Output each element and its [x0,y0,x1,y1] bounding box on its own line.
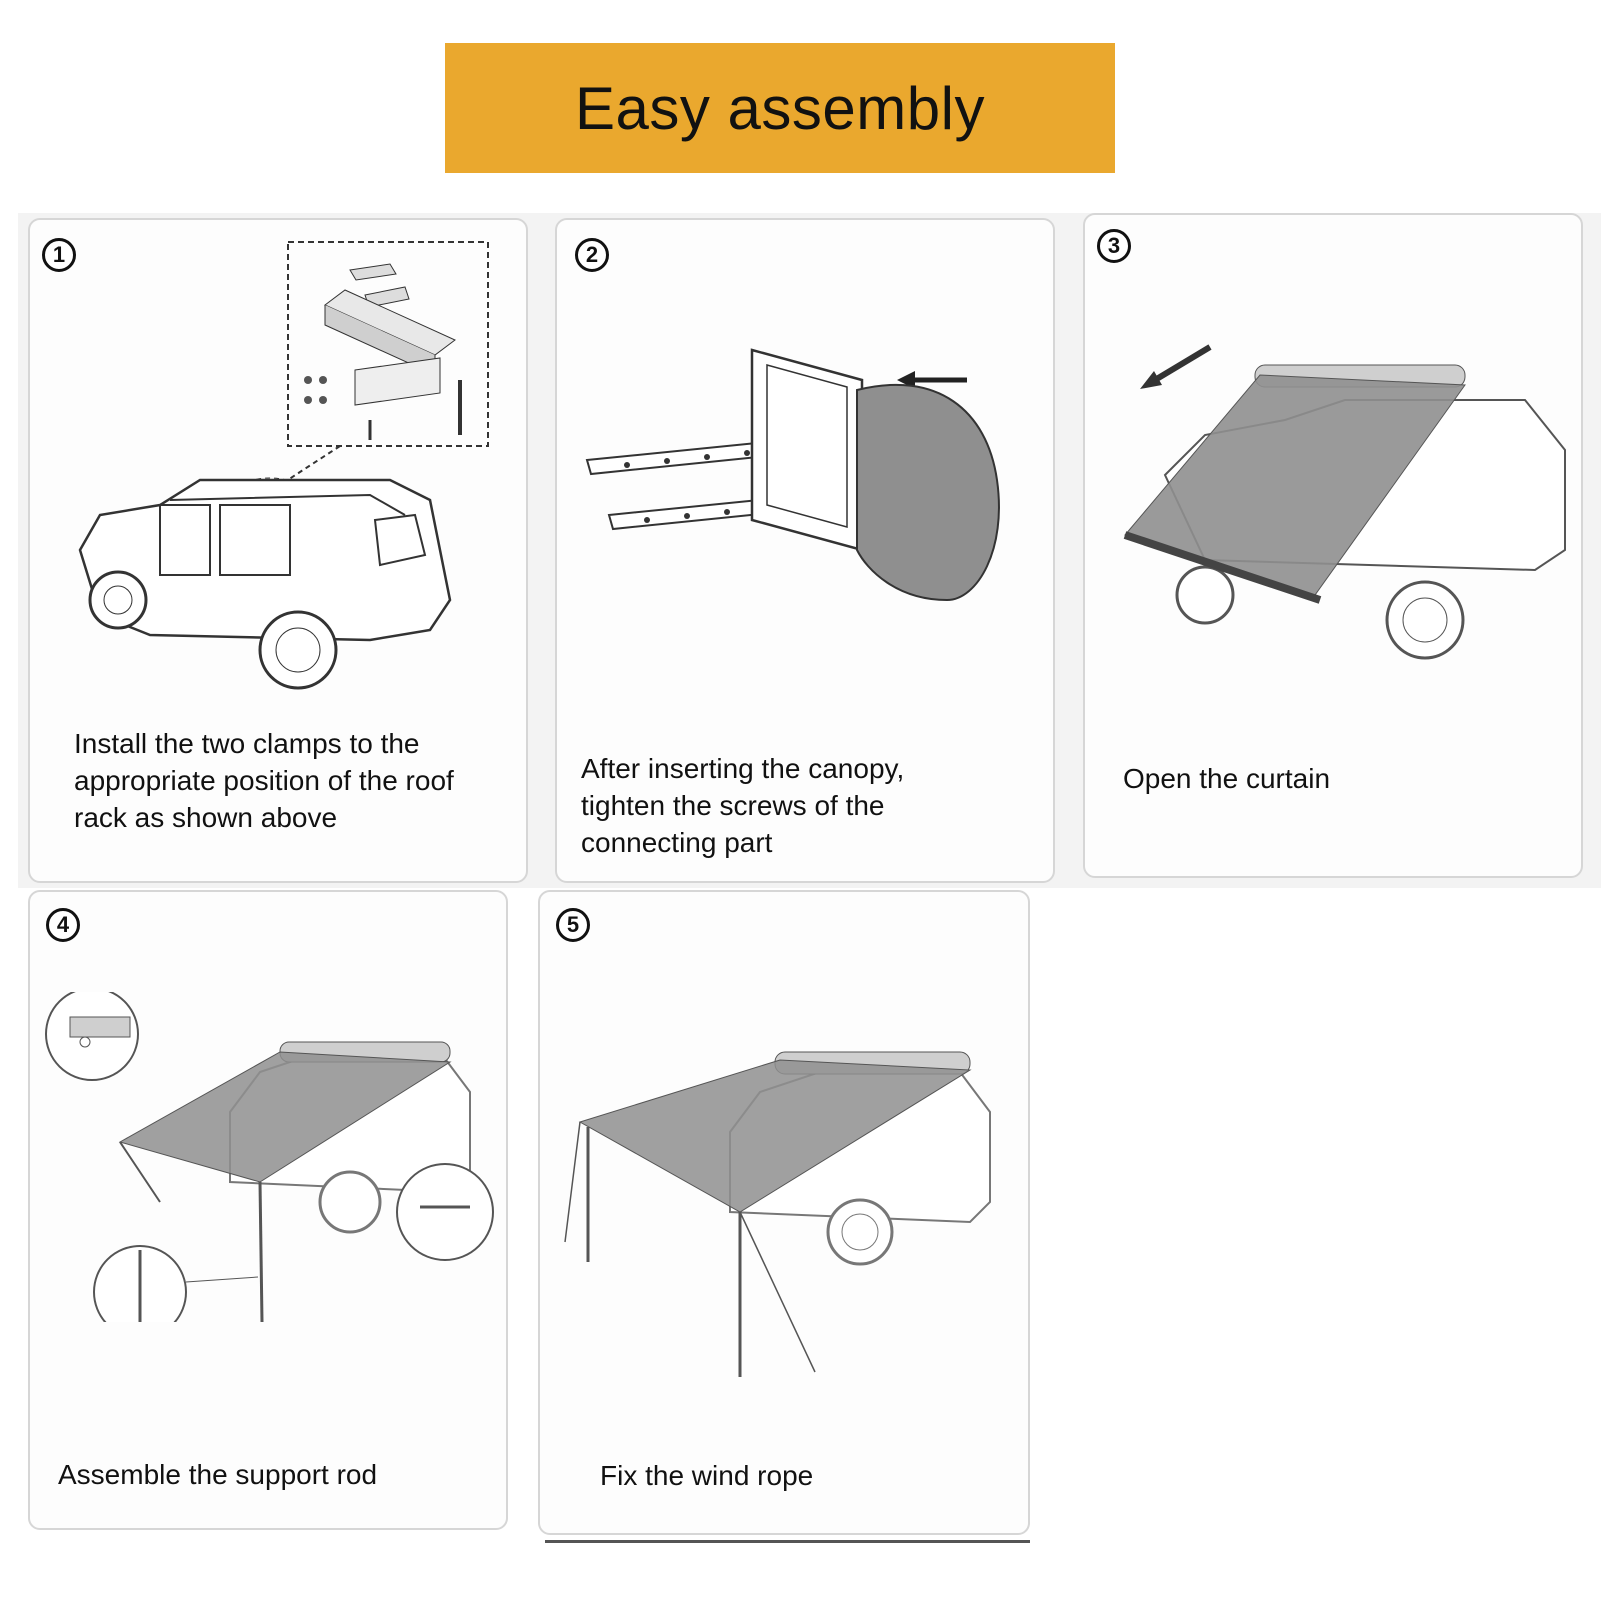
step-number-5: 5 [556,908,590,942]
title-banner: Easy assembly [445,43,1115,173]
step-panel-5: 5 Fix the wind rope [538,890,1030,1535]
step-panel-3: 3 Open the curtain [1083,213,1583,878]
step-caption-3: Open the curtain [1123,763,1331,794]
step-panel-1: 1 Install the two clamps to the appropri… [28,218,528,883]
wind-rope-illustration [564,1051,991,1377]
banner-title: Easy assembly [575,74,985,142]
step-number-2: 2 [575,238,609,272]
clamp-install-illustration [78,241,489,690]
step-panel-4: 4 Assemble the support rod [28,890,508,1530]
step-panel-2: 2 After inserting the canopy, tighten th… [555,218,1055,883]
step-caption-1: Install the two clamps to the appropriat… [74,728,454,833]
canopy-insert-illustration [585,348,1000,602]
step-caption-4: Assemble the support rod [58,1459,378,1490]
step-number-1: 1 [42,238,76,272]
step-number-4: 4 [46,908,80,942]
step-caption-5: Fix the wind rope [600,1460,814,1491]
step-caption-2: After inserting the canopy, tighten the … [581,753,905,858]
support-rod-illustration [45,992,494,1322]
step-number-3: 3 [1097,229,1131,263]
open-curtain-illustration [1123,344,1566,660]
divider-line [545,1540,1030,1543]
